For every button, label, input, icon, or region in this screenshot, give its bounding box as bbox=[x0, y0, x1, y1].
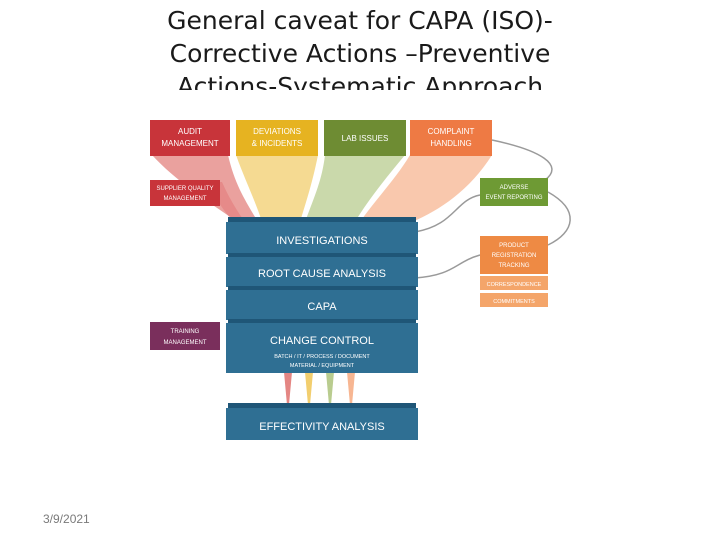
process-stack: INVESTIGATIONS ROOT CAUSE ANALYSIS CAPA … bbox=[226, 217, 418, 440]
root-cause-label: ROOT CAUSE ANALYSIS bbox=[258, 268, 386, 280]
commitments-box bbox=[480, 293, 548, 307]
root-cause-slab-top bbox=[228, 253, 416, 258]
lab-issues-box bbox=[324, 120, 406, 156]
supplier-label-1: SUPPLIER QUALITY bbox=[156, 186, 213, 192]
effectivity-label: EFFECTIVITY ANALYSIS bbox=[259, 421, 385, 433]
commitments-label: COMMITMENTS bbox=[493, 299, 535, 305]
connector-adverse-investigations bbox=[414, 194, 481, 233]
flow-down-4 bbox=[347, 372, 355, 405]
correspondence-label: CORRESPONDENCE bbox=[487, 282, 542, 288]
supplier-label-2: MANAGEMENT bbox=[163, 196, 206, 202]
investigations-slab-top bbox=[228, 217, 416, 223]
effectivity-slab bbox=[226, 408, 418, 440]
deviations-label-2: & INCIDENTS bbox=[252, 139, 303, 148]
capa-slab bbox=[226, 290, 418, 320]
connector-product-rootcause bbox=[414, 254, 481, 279]
connector-adverse-product bbox=[547, 191, 571, 246]
product-registration-box bbox=[480, 236, 548, 274]
supplier-quality-box bbox=[150, 180, 220, 206]
product-label-1: PRODUCT bbox=[499, 243, 529, 249]
flow-down-2 bbox=[305, 372, 313, 405]
training-label-1: TRAINING bbox=[171, 329, 200, 335]
capa-label: CAPA bbox=[307, 301, 337, 313]
audit-management-box bbox=[150, 120, 230, 156]
change-control-slab bbox=[226, 323, 418, 373]
title-line-3: Actions-Systematic Approach bbox=[176, 72, 544, 90]
effectivity-slab-top bbox=[228, 403, 416, 409]
lab-issues-label: LAB ISSUES bbox=[342, 134, 389, 143]
complaint-handling-box bbox=[410, 120, 492, 156]
training-label-2: MANAGEMENT bbox=[163, 340, 206, 346]
product-label-2: REGISTRATION bbox=[492, 253, 537, 259]
flow-deviations bbox=[236, 155, 318, 222]
training-management-box bbox=[150, 322, 220, 350]
change-control-label: CHANGE CONTROL bbox=[270, 335, 374, 347]
product-label-3: TRACKING bbox=[498, 263, 529, 269]
title-line-2: Corrective Actions –Preventive bbox=[169, 39, 551, 68]
adverse-label-2: EVENT REPORTING bbox=[485, 195, 542, 201]
change-control-slab-top bbox=[228, 319, 416, 324]
flow-complaint bbox=[360, 155, 492, 222]
deviations-box bbox=[236, 120, 318, 156]
investigations-label: INVESTIGATIONS bbox=[276, 235, 367, 247]
change-control-sub-2: MATERIAL / EQUIPMENT bbox=[290, 363, 355, 369]
flow-lab bbox=[305, 155, 405, 222]
deviations-label-1: DEVIATIONS bbox=[253, 127, 301, 136]
capa-slab-top bbox=[228, 286, 416, 291]
connector-complaint-adverse bbox=[491, 139, 553, 181]
adverse-label-1: ADVERSE bbox=[500, 185, 529, 191]
slide-title: General caveat for CAPA (ISO)- Correctiv… bbox=[90, 4, 630, 90]
title-line-1: General caveat for CAPA (ISO)- bbox=[167, 6, 553, 35]
audit-label-1: AUDIT bbox=[178, 127, 202, 136]
change-control-sub-1: BATCH / IT / PROCESS / DOCUMENT bbox=[274, 354, 370, 360]
audit-label-2: MANAGEMENT bbox=[161, 139, 218, 148]
investigations-slab bbox=[226, 222, 418, 254]
flow-down-3 bbox=[326, 372, 334, 405]
correspondence-box bbox=[480, 276, 548, 290]
complaint-label-2: HANDLING bbox=[430, 139, 471, 148]
adverse-event-box bbox=[480, 178, 548, 206]
complaint-label-1: COMPLAINT bbox=[428, 127, 475, 136]
root-cause-slab bbox=[226, 257, 418, 287]
slide-date: 3/9/2021 bbox=[43, 512, 90, 526]
flow-down-1 bbox=[284, 372, 292, 405]
